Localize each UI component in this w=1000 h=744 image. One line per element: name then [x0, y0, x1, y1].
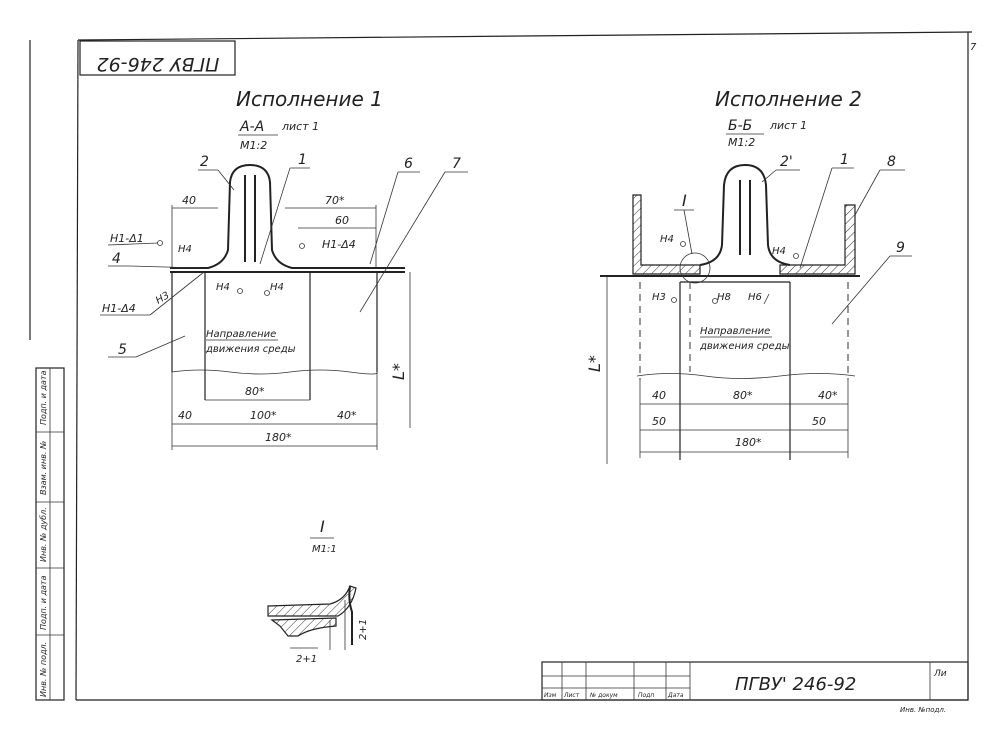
variant1-heading: Исполнение 1	[236, 87, 383, 111]
v2-callout-2p: 2'	[780, 154, 793, 170]
v1-dim-L: L*	[389, 363, 408, 380]
variant2-sheet-ref: лист 1	[769, 119, 807, 132]
v1-callout-4: 4	[112, 251, 121, 267]
drawing-code-stamp: ПГВУ 246-92	[79, 40, 236, 76]
v2-dim-40-left: 40	[652, 389, 666, 402]
v1-weld-7: Н4	[270, 282, 284, 293]
page-number: 7	[970, 42, 977, 53]
title-block: Изм Лист № докум Подп Дата ПГВУ' 246-92 …	[541, 661, 969, 714]
v1-weld-2: Н4	[178, 244, 192, 255]
v1-weld-6: Н4	[216, 282, 230, 293]
tb-cell-date: Дата	[667, 692, 684, 699]
detail-label: I	[320, 517, 325, 536]
variant1-drawing: Исполнение 1 А-А лист 1 М1:2 2 1 6 7 4 5…	[100, 87, 468, 450]
detail-dim-horizontal: 2+1	[296, 654, 317, 665]
variant1-section: А-А	[239, 119, 264, 135]
variant1-sheet-ref: лист 1	[281, 120, 319, 133]
v1-callout-6: 6	[404, 156, 413, 172]
tb-sheet-label: Ли	[933, 669, 947, 679]
v2-weld-3: Н3	[652, 292, 666, 303]
v1-dim-60: 60	[335, 214, 349, 227]
v1-flow-label-2: движения среды	[205, 344, 296, 355]
tb-bottom-note: Инв. №подл.	[900, 706, 946, 714]
v1-dim-40-top: 40	[182, 194, 196, 207]
v2-dim-40-right: 40*	[818, 389, 838, 402]
v1-weld-3: Н1-Δ4	[102, 302, 136, 315]
side-label-5: Инв. № подл.	[39, 642, 48, 697]
v2-weld-2: Н4	[772, 246, 786, 257]
detail-view: I М1:1 2+1 2+1	[267, 517, 369, 665]
variant2-drawing: Исполнение 2 Б-Б лист 1 М1:2 I 2' 1 8 9 …	[585, 87, 912, 464]
v1-callout-1: 1	[298, 152, 307, 168]
tb-cell-izm: Изм	[544, 692, 557, 699]
v2-dim-180: 180*	[735, 436, 762, 449]
side-label-4: Подп. и дата	[39, 575, 48, 630]
variant2-section: Б-Б	[728, 118, 752, 134]
side-label-3: Инв. № дубл.	[39, 507, 48, 562]
v1-weld-1: Н1-Δ1	[110, 232, 144, 245]
v1-dim-100: 100*	[250, 409, 277, 422]
v1-dim-180: 180*	[265, 431, 292, 444]
v2-callout-I: I	[682, 191, 687, 210]
v2-weld-5: Н6	[748, 292, 762, 303]
v2-weld-4: Н8	[717, 292, 731, 303]
v2-dim-L: L*	[585, 355, 604, 372]
v2-flow-label-2: движения среды	[699, 341, 790, 352]
v2-callout-8: 8	[887, 154, 896, 170]
v1-weld-5: Н1-Δ4	[322, 238, 356, 251]
v1-callout-7: 7	[452, 156, 461, 172]
v1-callout-5: 5	[118, 342, 127, 358]
v2-dim-80: 80*	[733, 389, 753, 402]
v2-weld-1: Н4	[660, 234, 674, 245]
detail-scale: М1:1	[312, 544, 337, 555]
stamp-code: ПГВУ 246-92	[97, 53, 220, 75]
v2-dim-50-right: 50	[812, 415, 826, 428]
tb-code: ПГВУ' 246-92	[735, 674, 856, 695]
tb-cell-doc: № докум	[589, 692, 618, 699]
variant1-scale: М1:2	[240, 139, 267, 152]
v1-dim-70: 70*	[325, 194, 345, 207]
side-strip: Подп. и дата Взам. инв. № Инв. № дубл. П…	[35, 367, 65, 701]
tb-cell-sign: Подп	[638, 692, 654, 699]
v1-flow-label-1: Направление	[206, 329, 276, 340]
detail-dim-vertical: 2+1	[358, 619, 369, 640]
v2-dim-50-left: 50	[652, 415, 666, 428]
v1-weld-4: Н3	[154, 290, 172, 306]
v1-dim-40-right: 40*	[337, 409, 357, 422]
side-label-1: Подп. и дата	[39, 370, 48, 425]
variant2-heading: Исполнение 2	[715, 87, 862, 111]
side-label-2: Взам. инв. №	[39, 441, 48, 495]
v1-callout-2: 2	[200, 154, 209, 170]
v1-dim-40-left: 40	[178, 409, 192, 422]
v2-callout-9: 9	[896, 240, 905, 256]
v1-dim-80: 80*	[245, 385, 265, 398]
variant2-scale: М1:2	[728, 136, 755, 149]
v2-callout-1: 1	[840, 152, 849, 168]
tb-cell-list: Лист	[563, 692, 580, 699]
v2-flow-label-1: Направление	[700, 326, 770, 337]
